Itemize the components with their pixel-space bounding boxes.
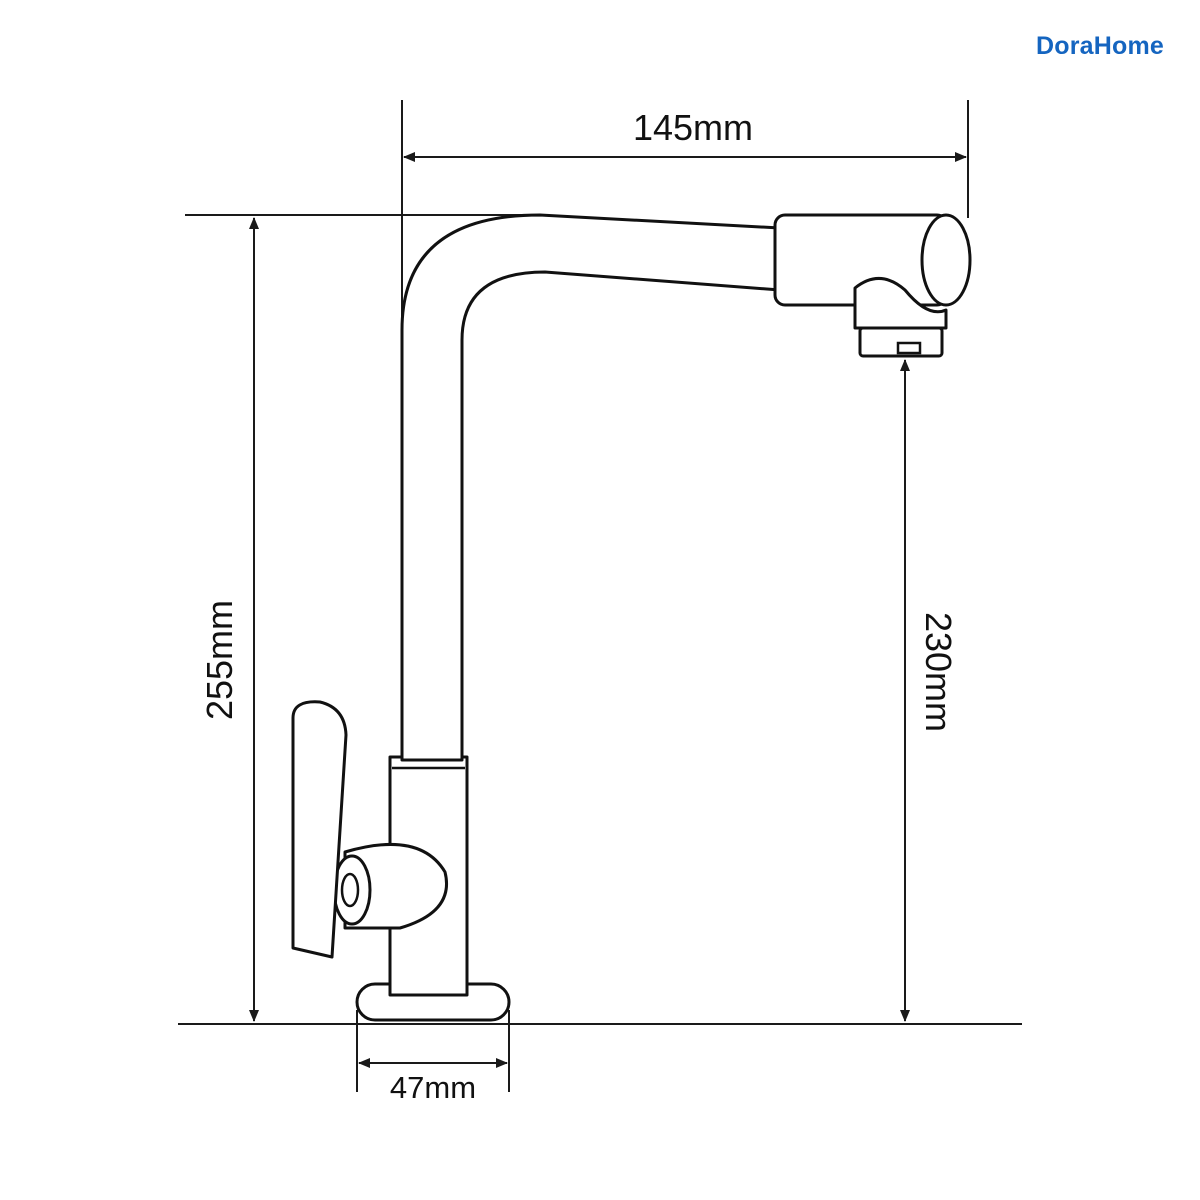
handle-hub — [343, 842, 448, 930]
aerator-nozzle — [896, 341, 922, 355]
aerator-collar — [853, 277, 948, 330]
width-label: 145mm — [633, 107, 753, 148]
base-label: 47mm — [390, 1070, 476, 1105]
spout-height-label: 230mm — [918, 612, 959, 732]
spout-tube — [400, 213, 782, 762]
height-label: 255mm — [199, 600, 240, 720]
spout-head-cap — [920, 213, 972, 307]
handle-lever — [291, 700, 348, 959]
brand-logo: DoraHome — [1035, 32, 1164, 60]
handle-pivot-outer — [332, 854, 372, 926]
handle-pivot-inner — [340, 872, 360, 908]
faucet-body — [291, 213, 972, 1022]
